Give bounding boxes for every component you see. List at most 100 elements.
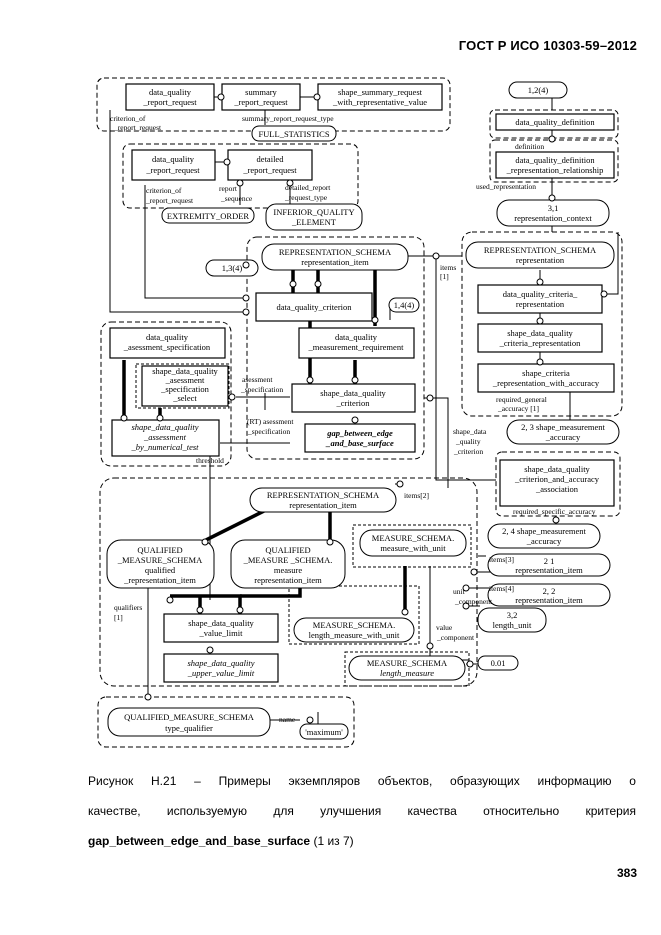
svg-text:shape_data_quality: shape_data_quality xyxy=(524,464,590,474)
diagram-label: summary xyxy=(245,87,277,97)
svg-text:measure: measure xyxy=(274,565,303,575)
svg-text:_accuracy: _accuracy xyxy=(545,432,581,442)
svg-text:INFERIOR_QUALITY: INFERIOR_QUALITY xyxy=(273,207,354,217)
svg-text:representation_item: representation_item xyxy=(515,595,583,605)
page-number: 383 xyxy=(616,866,637,880)
diagram-label: _accuracy [1] xyxy=(497,404,539,413)
diagram-label: _asessment_specification xyxy=(123,342,211,352)
svg-text:2, 2: 2, 2 xyxy=(543,586,556,596)
diagram-label: data_quality xyxy=(152,154,195,164)
svg-text:1,3(4): 1,3(4) xyxy=(222,263,243,273)
svg-text:representation_item: representation_item xyxy=(289,500,357,510)
svg-text:representation_item: representation_item xyxy=(301,257,369,267)
diagram-label: items[4] xyxy=(489,584,514,593)
diagram-label: 2, 4 shape_measurement xyxy=(502,526,586,536)
svg-text:'maximum': 'maximum' xyxy=(305,727,343,737)
svg-text:data_quality: data_quality xyxy=(149,87,192,97)
diagram-label: (RT) asessment xyxy=(247,417,294,426)
svg-text:shape_criteria: shape_criteria xyxy=(522,368,570,378)
svg-text:type_qualifier: type_qualifier xyxy=(165,723,213,733)
svg-text:criterion_of: criterion_of xyxy=(146,186,182,195)
group-length-measure-with-unit xyxy=(288,585,420,645)
pill-full-statistics xyxy=(251,125,337,142)
svg-text:_association: _association xyxy=(535,484,579,494)
svg-text:length_measure: length_measure xyxy=(380,668,434,678)
svg-text:QUALIFIED_MEASURE_SCHEMA: QUALIFIED_MEASURE_SCHEMA xyxy=(124,712,255,722)
svg-text:representation: representation xyxy=(516,255,565,265)
diagram-label: EXTREMITY_ORDER xyxy=(167,211,249,221)
svg-text:_asessment: _asessment xyxy=(165,375,205,385)
diagram-label: shape_summary_request xyxy=(338,87,423,97)
diagram-label: _specification xyxy=(160,384,209,394)
svg-text:_criteria_representation: _criteria_representation xyxy=(499,338,581,348)
pill-ref-23 xyxy=(506,419,620,445)
svg-text:REPRESENTATION_SCHEMA: REPRESENTATION_SCHEMA xyxy=(279,247,392,257)
svg-text:_criterion_and_accuracy: _criterion_and_accuracy xyxy=(514,474,600,484)
diagram-label: MEASURE_SCHEMA. xyxy=(372,533,454,543)
diagram-label: data_quality_criterion xyxy=(276,302,352,312)
svg-text:items: items xyxy=(440,263,456,272)
diagram-label: _MEASURE _SCHEMA. xyxy=(243,555,333,565)
diagram-label: representation_item xyxy=(301,257,369,267)
diagram-label: MEASURE_SCHEMA xyxy=(367,658,448,668)
svg-text:_by_numerical_test: _by_numerical_test xyxy=(130,442,199,452)
diagram-label: definition xyxy=(515,142,544,151)
svg-text:data_quality: data_quality xyxy=(146,332,189,342)
pill-ref-24 xyxy=(487,523,601,549)
diagram-label: _report_request xyxy=(142,97,197,107)
diagram-label: items[3] xyxy=(489,555,514,564)
svg-text:MEASURE_SCHEMA.: MEASURE_SCHEMA. xyxy=(313,620,395,630)
svg-text:_accuracy [1]: _accuracy [1] xyxy=(497,404,539,413)
diagram-label: 1,2(4) xyxy=(528,85,549,95)
box-dq-assessment-spec xyxy=(109,327,226,359)
svg-text:_MEASURE _SCHEMA.: _MEASURE _SCHEMA. xyxy=(243,555,333,565)
svg-text:_and_base_surface: _and_base_surface xyxy=(325,438,394,448)
svg-text:EXTREMITY_ORDER: EXTREMITY_ORDER xyxy=(167,211,249,221)
pill-rep-schema-rep-item-2 xyxy=(249,487,397,513)
diagram-label: shape_data_quality xyxy=(524,464,590,474)
svg-text:representation: representation xyxy=(516,299,565,309)
svg-text:_upper_value_limit: _upper_value_limit xyxy=(187,668,255,678)
diagram-label: _criterion xyxy=(335,398,370,408)
diagram-label: 'maximum' xyxy=(305,727,343,737)
svg-text:REPRESENTATION_SCHEMA: REPRESENTATION_SCHEMA xyxy=(484,245,597,255)
box-shape-dq-criterion xyxy=(291,383,416,413)
svg-text:3,1: 3,1 xyxy=(548,203,559,213)
diagram-label: value xyxy=(436,623,453,632)
diagram-label: _representation_with_accuracy xyxy=(492,378,600,388)
diagram-label: report xyxy=(219,184,238,193)
box-shape-summary-request xyxy=(317,83,443,111)
diagram-label: QUALIFIED xyxy=(137,545,182,555)
diagram-label: [1] xyxy=(440,272,449,281)
pill-value-maximum xyxy=(299,723,349,740)
diagram-label: length_unit xyxy=(493,620,532,630)
diagram-label: shape_data_quality xyxy=(187,658,254,668)
diagram-label: representation_context xyxy=(514,213,592,223)
diagram-label: shape_data_quality xyxy=(188,618,254,628)
svg-text:_MEASURE_SCHEMA: _MEASURE_SCHEMA xyxy=(117,555,203,565)
diagram-label: unit xyxy=(453,587,466,596)
svg-text:data_quality_criteria_: data_quality_criteria_ xyxy=(503,289,578,299)
diagram-label: REPRESENTATION_SCHEMA xyxy=(267,490,380,500)
svg-text:criterion_of: criterion_of xyxy=(110,114,146,123)
box-dq-definition-rep-rel xyxy=(495,151,615,179)
box-dq-definition xyxy=(495,113,615,131)
pill-rep-schema-representation xyxy=(465,241,615,269)
box-shape-criteria-rep-accuracy xyxy=(477,363,615,393)
svg-text:measure_with_unit: measure_with_unit xyxy=(380,543,446,553)
svg-text:_assessment: _assessment xyxy=(143,432,187,442)
svg-text:QUALIFIED: QUALIFIED xyxy=(137,545,182,555)
box-shape-dq-assessment-numerical xyxy=(111,419,220,457)
svg-text:_representation_with_accuracy: _representation_with_accuracy xyxy=(492,378,600,388)
pill-type-qualifier xyxy=(107,707,271,737)
diagram-label: representation_item xyxy=(515,565,583,575)
diagram-label: _specification xyxy=(240,385,283,394)
pill-qualified-rep-item xyxy=(106,539,215,589)
svg-text:used_representation: used_representation xyxy=(476,182,536,191)
svg-text:data_quality_criterion: data_quality_criterion xyxy=(276,302,352,312)
diagram-label: _measurement_requirement xyxy=(308,342,405,352)
svg-text:representation_context: representation_context xyxy=(514,213,592,223)
svg-text:shape_data_quality: shape_data_quality xyxy=(188,618,254,628)
